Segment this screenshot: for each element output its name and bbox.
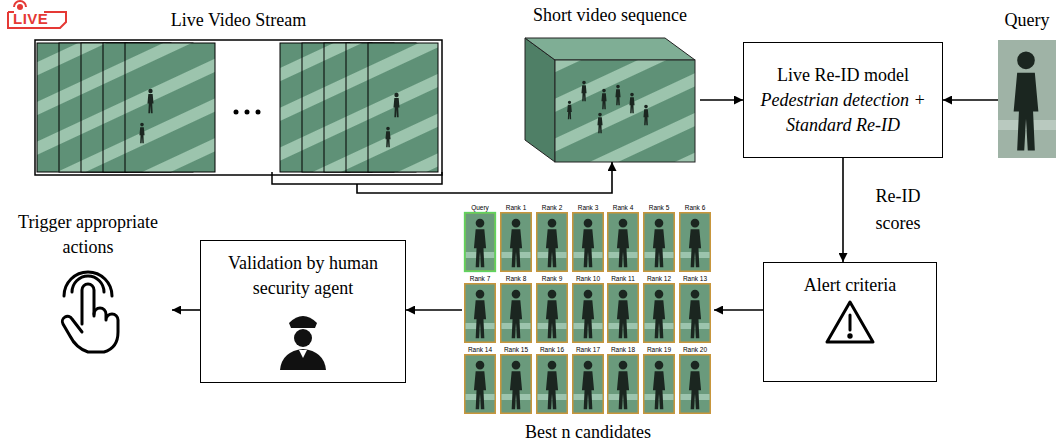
rank-label: Rank 18 (607, 346, 639, 353)
node-text: Pedestrian detection + Standard Re-ID (752, 88, 934, 138)
rank-label: Rank 5 (643, 204, 675, 211)
node-heading: Live Video Stream (171, 9, 307, 31)
live-badge: LIVE (13, 11, 48, 27)
query-image (998, 40, 1056, 158)
alert-box: Alert criteria (763, 262, 937, 382)
rank-label: Rank 17 (572, 346, 604, 353)
rank-label: Rank 12 (643, 275, 675, 282)
rank-label: Rank 16 (536, 346, 568, 353)
rank-label: Rank 19 (643, 346, 675, 353)
node-heading: Best n candidates (525, 422, 651, 442)
live-icon (8, 1, 66, 28)
stream-frame (35, 40, 442, 175)
flow-arrow (714, 309, 763, 311)
rank-label: Rank 7 (464, 275, 496, 282)
rank-label: Rank 10 (572, 275, 604, 282)
edge-label: Re-ID scores (860, 183, 936, 237)
rank-label: Rank 6 (679, 204, 711, 211)
validation-box: Validation by human security agent (200, 240, 406, 383)
flow-arrow (700, 99, 743, 101)
hand-icon (62, 272, 118, 352)
process-box: Live Re-ID modelPedestrian detection + S… (743, 42, 943, 158)
flow-arrow (943, 99, 998, 101)
rank-label: Rank 3 (572, 204, 604, 211)
rank-label: Rank 13 (679, 275, 711, 282)
candidate-grid (465, 213, 711, 414)
rank-label: Rank 11 (607, 275, 639, 282)
node-text: Alert criteria (804, 273, 896, 298)
video-cube (525, 38, 695, 162)
video-sequence: Short video sequence (520, 35, 700, 162)
police-icon (280, 316, 326, 370)
node-heading: Query (1005, 9, 1050, 31)
flow-arrow (842, 158, 844, 262)
video-stream: Live Video Stream (35, 40, 442, 184)
bracket (272, 172, 442, 184)
node-text: Trigger appropriate actions (4, 210, 172, 260)
action-node: Trigger appropriate actions (4, 210, 172, 352)
query-image: Query (998, 40, 1056, 158)
rank-label: Rank 2 (536, 204, 568, 211)
candidate-grid: Best n candidates (462, 204, 714, 416)
flow-arrow (406, 309, 462, 311)
ellipsis-dots (234, 110, 261, 115)
node-text: Validation by human security agent (209, 251, 397, 301)
node-text: Live Re-ID model (777, 63, 909, 88)
video-frames (37, 43, 438, 172)
rank-label: Rank 20 (679, 346, 711, 353)
flow-arrow (172, 309, 200, 311)
rank-label: Rank 9 (536, 275, 568, 282)
rank-label: Rank 4 (607, 204, 639, 211)
rank-label: Rank 14 (464, 346, 496, 353)
flow-arrow (357, 162, 612, 193)
rank-label: Rank 15 (500, 346, 532, 353)
warning-icon (827, 302, 873, 342)
node-heading: Short video sequence (533, 4, 687, 26)
rank-label: Rank 8 (500, 275, 532, 282)
rank-label: Rank 1 (500, 204, 532, 211)
rank-label: Query (464, 204, 496, 211)
